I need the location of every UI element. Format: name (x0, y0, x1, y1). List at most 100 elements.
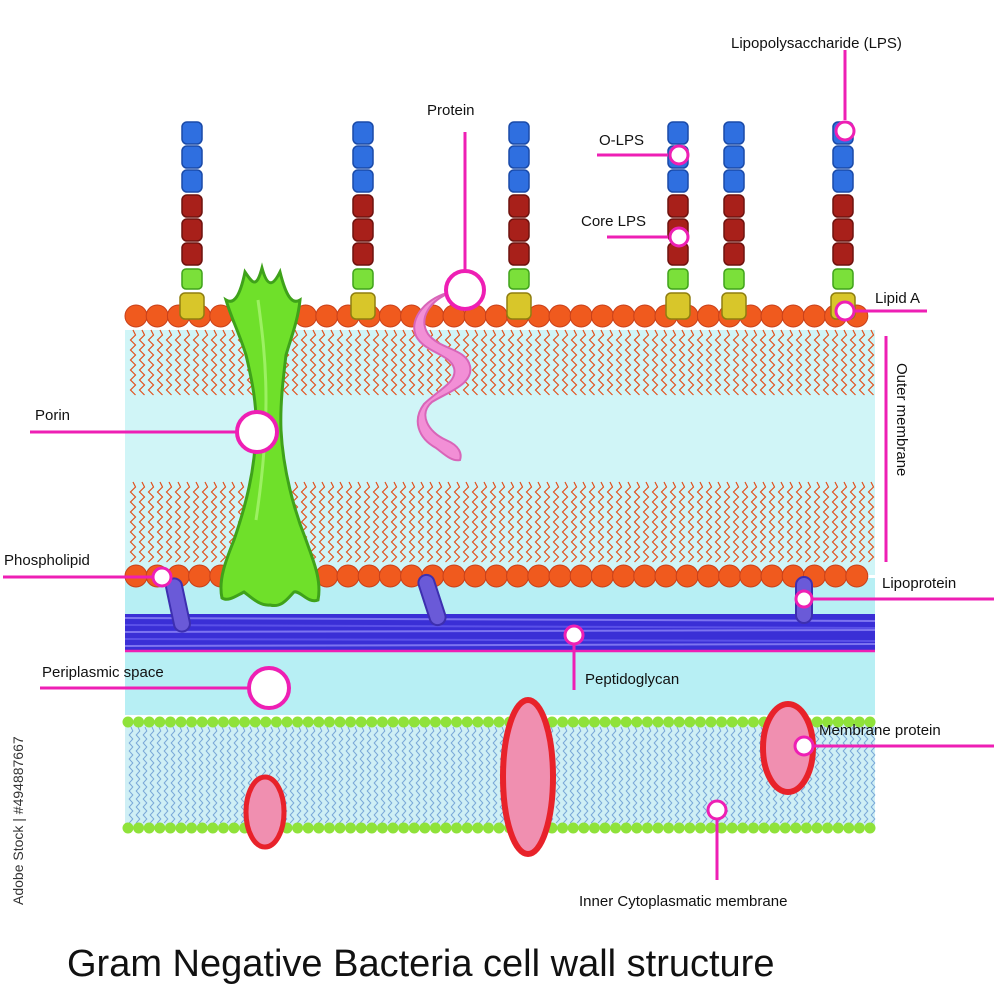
lipid-a-base (721, 292, 747, 320)
outer-tail (795, 329, 803, 396)
outer-tail (840, 481, 848, 563)
outer-tail (201, 481, 209, 563)
inner-head (641, 716, 653, 728)
marker-membrane-protein (793, 735, 815, 757)
outer-head (633, 564, 657, 588)
outer-tail (822, 329, 830, 396)
pointer-lines (3, 50, 994, 880)
outer-head (569, 304, 593, 328)
inner-head (726, 822, 738, 834)
outer-tail (606, 329, 614, 396)
outer-tail (507, 481, 515, 563)
inner-tail (604, 726, 610, 824)
inner-head (461, 716, 473, 728)
inner-head (408, 716, 420, 728)
inner-tail (702, 726, 708, 824)
label-peptidoglycan: Peptidoglycan (585, 671, 679, 688)
inner-tail (576, 726, 582, 824)
inner-head (207, 716, 219, 728)
inner-head (663, 716, 675, 728)
inner-membrane-heads-top (122, 716, 876, 728)
outer-tail (471, 329, 479, 396)
lipid-a-unit (508, 268, 530, 290)
lipoprotein-2 (417, 573, 447, 627)
outer-tail (678, 329, 686, 396)
core-unit (181, 194, 203, 218)
inner-tail (142, 726, 148, 824)
outer-tail (237, 329, 245, 396)
label-lipoprotein: Lipoprotein (882, 575, 956, 592)
outer-tail (660, 329, 668, 396)
outer-tail (633, 329, 641, 396)
outer-head (718, 564, 742, 588)
inner-head (567, 822, 579, 834)
inner-head (588, 716, 600, 728)
outer-head (802, 304, 826, 328)
inner-tail (450, 726, 456, 824)
outer-head (188, 564, 212, 588)
outer-tail (165, 329, 173, 396)
core-unit (723, 242, 745, 266)
inner-tail (597, 726, 603, 824)
outer-tail (786, 481, 794, 563)
outer-tail (750, 329, 758, 396)
core-unit (352, 242, 374, 266)
outer-tail (867, 481, 875, 563)
outer-tail (759, 481, 767, 563)
outer-tail (498, 329, 506, 396)
o-antigen-unit (181, 169, 203, 193)
outer-protein (413, 291, 472, 462)
outer-tail (741, 329, 749, 396)
outer-head (675, 564, 699, 588)
outer-tail (786, 329, 794, 396)
inner-head (843, 822, 855, 834)
inner-tail (198, 726, 204, 824)
outer-head (442, 564, 466, 588)
inner-head (419, 822, 431, 834)
outer-head (548, 564, 572, 588)
inner-tail (156, 726, 162, 824)
outer-tail (741, 481, 749, 563)
inner-head (270, 716, 282, 728)
inner-head (493, 716, 505, 728)
outer-tail (138, 481, 146, 563)
outer-tail (525, 329, 533, 396)
inner-tail (457, 726, 463, 824)
inner-head (758, 822, 770, 834)
inner-head (641, 822, 653, 834)
outer-head (315, 304, 339, 328)
outer-tail (435, 481, 443, 563)
outer-tail (327, 481, 335, 563)
inner-head (652, 822, 664, 834)
o-antigen-unit (181, 121, 203, 145)
inner-head (154, 716, 166, 728)
outer-tail (624, 481, 632, 563)
inner-head (663, 822, 675, 834)
outer-tail (777, 481, 785, 563)
inner-head (133, 716, 145, 728)
label-periplasmic-space: Periplasmic space (42, 664, 164, 681)
inner-tail (632, 726, 638, 824)
inner-tail (849, 726, 855, 824)
outer-head (463, 564, 487, 588)
porin-highlight (254, 299, 268, 521)
outer-tail (453, 481, 461, 563)
outer-tail (210, 481, 218, 563)
outer-tail (642, 329, 650, 396)
inner-tail (226, 726, 232, 824)
outer-tail (633, 481, 641, 563)
outer-tail (390, 329, 398, 396)
label-olps: O-LPS (599, 132, 644, 149)
inner-head (398, 716, 410, 728)
inner-head (705, 822, 717, 834)
outer-tail (543, 329, 551, 396)
outer-tail (561, 481, 569, 563)
inner-tail (240, 726, 246, 824)
outer-tail (543, 481, 551, 563)
outer-tail (705, 329, 713, 396)
inner-head (705, 716, 717, 728)
inner-head (864, 716, 876, 728)
outer-tail (192, 481, 200, 563)
outer-tail (381, 481, 389, 563)
inner-head (281, 716, 293, 728)
